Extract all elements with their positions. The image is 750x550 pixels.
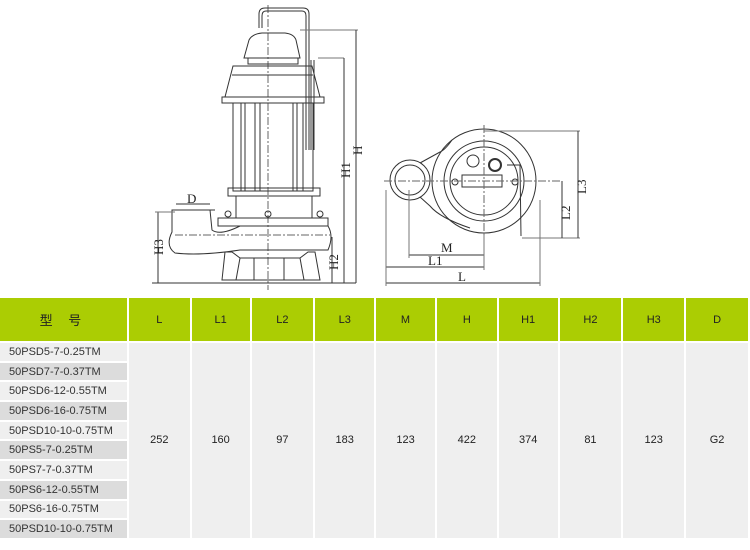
- pump-top-view: [384, 125, 580, 286]
- value-h2: 81: [559, 343, 622, 538]
- table-row: 50PSD10-10-0.75TM: [0, 421, 748, 440]
- table-row: 50PSD5-7-0.25TM 252 160 97 183 123 422 3…: [0, 343, 748, 538]
- value-d: G2: [686, 343, 748, 538]
- column-header-l: L: [128, 298, 190, 341]
- value-m: 123: [376, 343, 435, 538]
- value-h3: 123: [623, 343, 685, 538]
- model-cell: 50PSD10-10-0.75TM: [0, 421, 127, 440]
- column-header-h3: H3: [623, 298, 685, 341]
- dim-label-d: D: [187, 191, 196, 206]
- column-header-l3: L3: [315, 298, 375, 341]
- dim-label-l3: L3: [574, 180, 589, 194]
- dim-label-h2: H2: [326, 254, 341, 270]
- dim-label-l: L: [458, 269, 466, 284]
- model-cell: 50PSD7-7-0.37TM: [0, 362, 127, 381]
- pump-dimension-drawing: D H H1 H2 H3 M L1 L L2 L3: [151, 5, 589, 290]
- column-header-h2: H2: [559, 298, 622, 341]
- column-header-m: M: [376, 298, 435, 341]
- column-header-l1: L1: [191, 298, 250, 341]
- value-l: 252: [128, 343, 190, 538]
- model-cell: 50PSD10-10-0.75TM: [0, 520, 127, 538]
- column-header-h1: H1: [498, 298, 558, 341]
- pump-side-view: [152, 5, 358, 290]
- model-cell: 50PSD6-12-0.55TM: [0, 382, 127, 401]
- column-header-d: D: [686, 298, 748, 341]
- table-row: 50PSD6-16-0.75TM: [0, 402, 748, 420]
- model-cell: 50PS6-16-0.75TM: [0, 500, 127, 519]
- table-row: 50PSD10-10-0.75TM: [0, 520, 748, 538]
- column-header-model: 型 号: [0, 298, 127, 341]
- model-cell: 50PS6-12-0.55TM: [0, 480, 127, 499]
- table-row: 50PS5-7-0.25TM: [0, 441, 748, 460]
- column-header-h: H: [436, 298, 497, 341]
- spec-table: 型 号 L L1 L2 L3 M H H1 H2 H3 D 50PSD5-7-0…: [0, 296, 750, 540]
- dim-label-h3: H3: [151, 239, 166, 255]
- model-cell: 50PSD5-7-0.25TM: [0, 343, 127, 361]
- value-l2: 97: [251, 343, 314, 538]
- table-row: 50PSD6-12-0.55TM: [0, 382, 748, 401]
- column-header-l2: L2: [251, 298, 314, 341]
- table-row: 50PS6-12-0.55TM: [0, 480, 748, 499]
- value-l1: 160: [191, 343, 250, 538]
- table-row: 50PS7-7-0.37TM: [0, 461, 748, 479]
- dim-label-h1: H1: [338, 162, 353, 178]
- dim-label-m: M: [441, 240, 453, 255]
- value-h: 422: [436, 343, 497, 538]
- model-cell: 50PS7-7-0.37TM: [0, 461, 127, 479]
- model-cell: 50PS5-7-0.25TM: [0, 441, 127, 460]
- value-l3: 183: [315, 343, 375, 538]
- dim-label-l2: L2: [558, 206, 573, 220]
- table-header-row: 型 号 L L1 L2 L3 M H H1 H2 H3 D: [0, 298, 748, 341]
- table-row: 50PSD7-7-0.37TM: [0, 362, 748, 381]
- dim-label-l1: L1: [428, 253, 442, 268]
- dim-label-h: H: [350, 146, 365, 155]
- model-cell: 50PSD6-16-0.75TM: [0, 402, 127, 420]
- table-row: 50PS6-16-0.75TM: [0, 500, 748, 519]
- value-h1: 374: [498, 343, 558, 538]
